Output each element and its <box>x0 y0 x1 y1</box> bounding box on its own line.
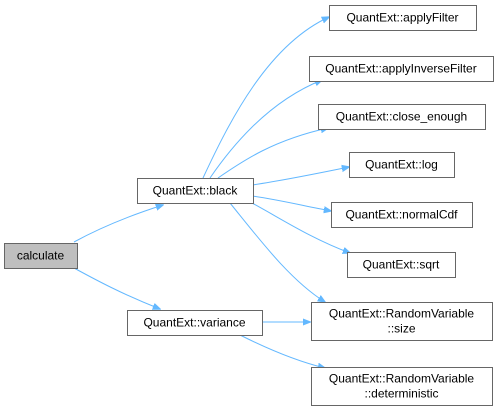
edges-layer <box>73 17 350 368</box>
node-sqrt-label-line-0: QuantExt::sqrt <box>363 258 440 272</box>
node-variance-box <box>127 310 263 336</box>
node-applyFilter[interactable]: QuantExt::applyFilter <box>329 5 477 31</box>
node-close_enough-box <box>318 104 486 130</box>
edge-black-to-close_enough <box>217 128 328 179</box>
edge-calculate-to-black <box>73 205 163 243</box>
node-calculate[interactable]: calculate <box>4 243 78 269</box>
edge-black-to-sqrt <box>251 202 350 253</box>
node-black[interactable]: QuantExt::black <box>137 178 254 204</box>
node-deterministic-label-line-0: QuantExt::RandomVariable <box>329 372 475 386</box>
node-applyFilter-label-line-0: QuantExt::applyFilter <box>346 11 458 25</box>
node-applyFilter-box <box>329 5 477 31</box>
edge-black-to-log <box>251 167 349 186</box>
node-calculate-label-line-0: calculate <box>17 249 65 263</box>
edge-black-to-normalCdf <box>251 195 331 211</box>
node-applyInverseFilter-label-line-0: QuantExt::applyInverseFilter <box>325 62 476 76</box>
node-log-box <box>349 152 455 178</box>
node-normalCdf[interactable]: QuantExt::normalCdf <box>331 202 473 228</box>
edge-calculate-to-variance <box>73 267 160 309</box>
node-applyInverseFilter[interactable]: QuantExt::applyInverseFilter <box>309 56 494 82</box>
node-size[interactable]: QuantExt::RandomVariable::size <box>311 302 493 341</box>
node-normalCdf-label-line-0: QuantExt::normalCdf <box>345 208 458 222</box>
edge-black-to-size <box>229 202 325 302</box>
node-black-box <box>137 178 254 204</box>
node-calculate-box <box>4 243 78 269</box>
edge-black-to-applyInverseFilter <box>209 80 322 179</box>
edge-variance-to-deterministic <box>239 334 325 368</box>
node-close_enough[interactable]: QuantExt::close_enough <box>318 104 486 130</box>
node-normalCdf-box <box>331 202 473 228</box>
edge-black-to-applyFilter <box>202 17 329 179</box>
node-log[interactable]: QuantExt::log <box>349 152 455 178</box>
node-close_enough-label-line-0: QuantExt::close_enough <box>336 110 467 124</box>
node-variance-label-line-0: QuantExt::variance <box>143 316 245 330</box>
node-deterministic-box <box>311 367 493 406</box>
node-size-label-line-1: ::size <box>387 322 415 336</box>
node-log-label-line-0: QuantExt::log <box>365 158 438 172</box>
node-sqrt-box <box>347 252 456 278</box>
node-size-box <box>311 302 493 341</box>
node-black-label-line-0: QuantExt::black <box>153 184 239 198</box>
nodes-layer: calculate QuantExt::blackQuantExt::varian… <box>4 5 494 406</box>
node-sqrt[interactable]: QuantExt::sqrt <box>347 252 456 278</box>
node-deterministic-label-line-1: ::deterministic <box>364 387 438 401</box>
node-size-label-line-0: QuantExt::RandomVariable <box>329 307 475 321</box>
node-applyInverseFilter-box <box>309 56 494 82</box>
node-variance[interactable]: QuantExt::variance <box>127 310 263 336</box>
node-deterministic[interactable]: QuantExt::RandomVariable::deterministic <box>311 367 493 406</box>
